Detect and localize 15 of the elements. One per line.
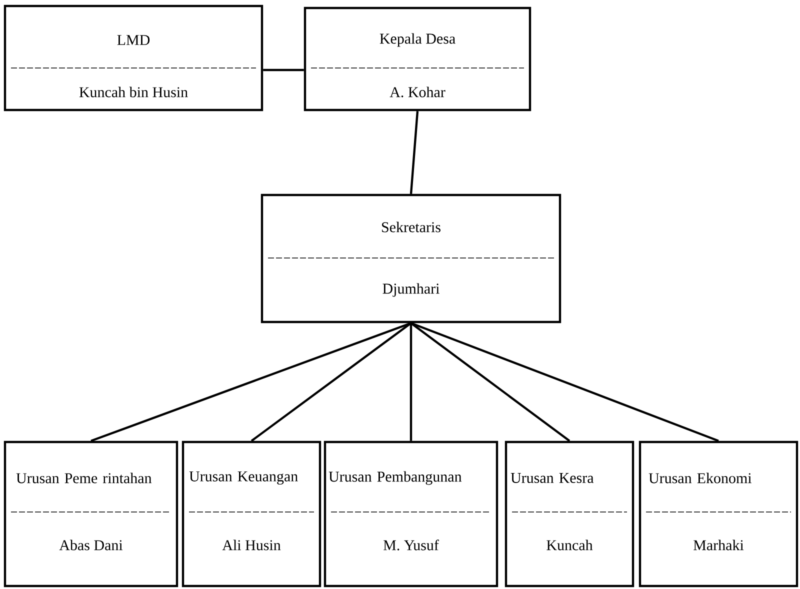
- org-box: Sekretaris Djumhari: [260, 194, 562, 324]
- org-box: LMD Kuncah bin Husin: [4, 4, 264, 112]
- org-box: Kepala Desa A. Kohar: [304, 6, 532, 112]
- connector-line: [263, 68, 304, 72]
- org-box: Urusan Peme rintahan Abas Dani: [4, 440, 178, 588]
- connector-line: [250, 322, 412, 442]
- connector-line: [410, 322, 719, 442]
- org-box: Urusan Pembangunan M. Yusuf: [324, 440, 498, 588]
- org-box: Urusan Kesra Kuncah: [504, 440, 634, 588]
- connector-line: [410, 111, 419, 194]
- connector-line: [410, 323, 412, 441]
- org-box: Urusan Ekonomi Marhaki: [638, 440, 798, 588]
- connector-line: [90, 322, 412, 442]
- org-box: Urusan Keuangan Ali Husin: [182, 440, 322, 588]
- connector-line: [410, 322, 570, 442]
